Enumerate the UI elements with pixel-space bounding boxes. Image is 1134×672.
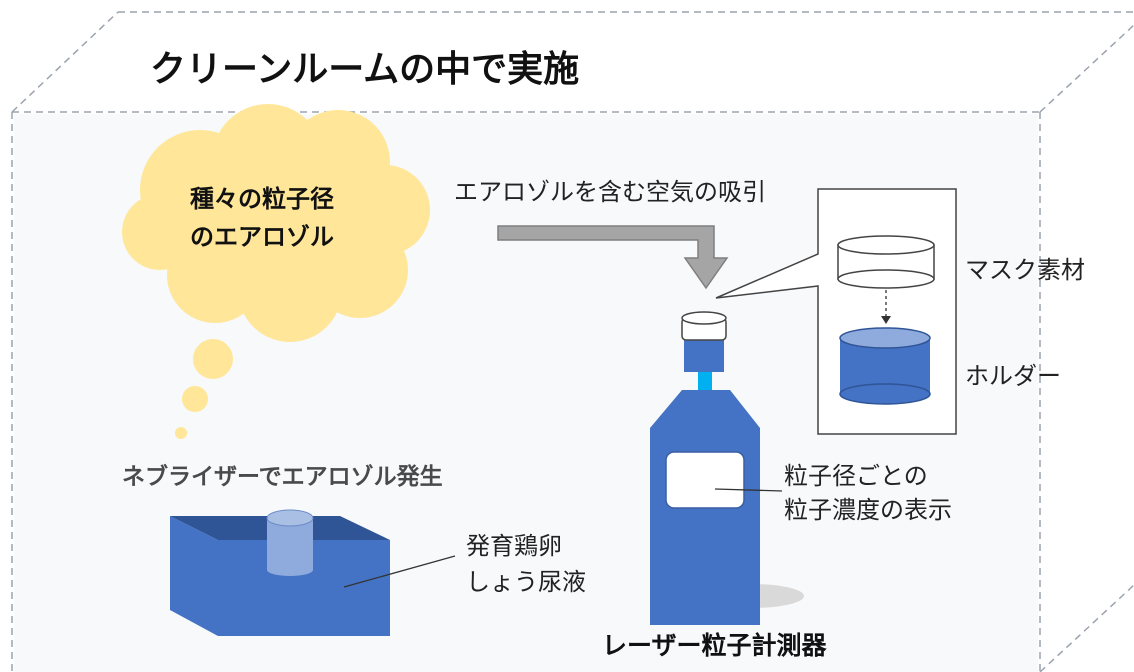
dashed-arrow-head xyxy=(881,316,891,324)
nebulizer xyxy=(170,509,390,636)
holder-label: ホルダー xyxy=(965,362,1061,390)
cloud-label-line-1: 種々の粒子径 xyxy=(190,185,334,213)
mask-material-icon xyxy=(837,235,935,289)
clean-room-box xyxy=(11,11,1134,672)
liquid-leader-line xyxy=(343,555,456,588)
display-label: 粒子径ごとの 粒子濃度の表示 xyxy=(784,459,952,527)
display-leader-line xyxy=(714,488,783,492)
laser-particle-counter xyxy=(650,311,804,625)
holder-icon xyxy=(839,327,931,405)
device-label: レーザー粒子計測器 xyxy=(602,631,827,660)
display-label-line-2: 粒子濃度の表示 xyxy=(784,496,952,524)
liquid-label-line-1: 発育鶏卵 xyxy=(466,532,562,560)
airflow-label: エアロゾルを含む空気の吸引 xyxy=(454,178,766,206)
page-title: クリーンルームの中で実施 xyxy=(150,49,580,90)
nebulizer-label: ネブライザーでエアロゾル発生 xyxy=(122,464,443,490)
mask-label: マスク素材 xyxy=(965,256,1085,284)
aerosol-cloud xyxy=(122,104,430,342)
display-label-line-1: 粒子径ごとの xyxy=(784,462,928,490)
liquid-label: 発育鶏卵 しょう尿液 xyxy=(466,528,586,600)
cloud-bubbles xyxy=(175,339,233,439)
cloud-label: 種々の粒子径 のエアロゾル xyxy=(190,180,334,256)
airflow-arrow xyxy=(497,225,729,290)
liquid-label-line-2: しょう尿液 xyxy=(466,568,586,596)
cloud-label-line-2: のエアロゾル xyxy=(190,223,334,251)
